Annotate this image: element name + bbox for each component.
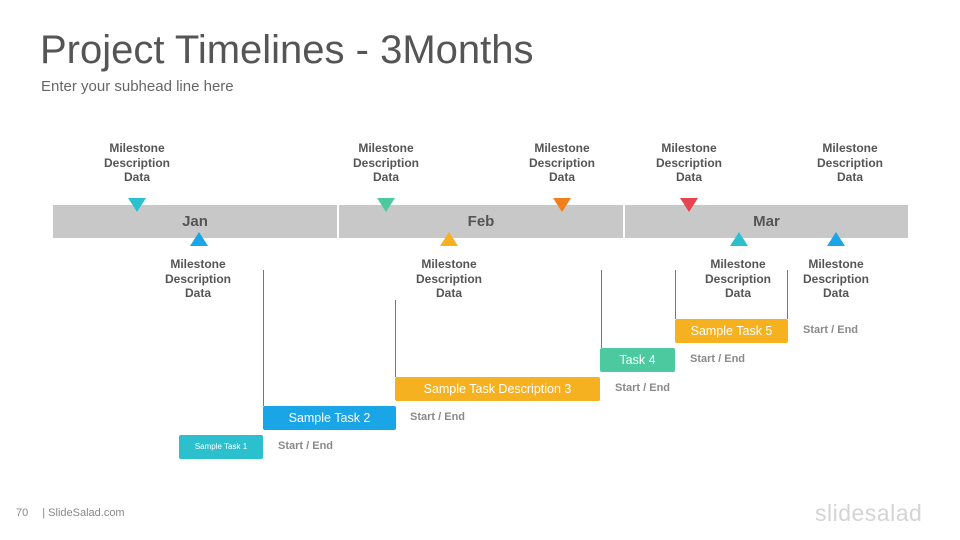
slide-title: Project Timelines - 3Months xyxy=(40,28,534,72)
connector-line xyxy=(263,270,264,406)
slide-subtitle: Enter your subhead line here xyxy=(41,78,234,95)
milestone-marker-down xyxy=(128,198,146,212)
task-bar[interactable]: Sample Task 2 xyxy=(263,406,396,430)
milestone-label: Milestone Description Data xyxy=(802,257,869,300)
milestone-marker-up xyxy=(827,232,845,246)
milestone-marker-up xyxy=(440,232,458,246)
milestone-label: Milestone Description Data xyxy=(415,257,482,300)
page-number: 70 xyxy=(16,507,29,519)
milestone-label: Milestone Description Data xyxy=(655,141,722,184)
timeline-bar: Jan Feb Mar xyxy=(53,205,908,238)
task-bar[interactable]: Sample Task 5 xyxy=(675,319,788,343)
month-mar: Mar xyxy=(753,213,780,230)
milestone-label: Milestone Description Data xyxy=(164,257,231,300)
task-start-end: Start / End xyxy=(615,382,671,394)
footer: 70 | SlideSalad.com xyxy=(16,507,125,519)
milestone-label: Milestone Description Data xyxy=(816,141,883,184)
milestone-marker-up xyxy=(730,232,748,246)
milestone-label: Milestone Description Data xyxy=(352,141,419,184)
month-feb: Feb xyxy=(467,213,495,230)
connector-line xyxy=(395,300,396,377)
task-bar[interactable]: Sample Task 1 xyxy=(179,435,263,459)
milestone-label: Milestone Description Data xyxy=(528,141,595,184)
month-divider xyxy=(337,205,339,238)
task-start-end: Start / End xyxy=(803,324,859,336)
month-divider xyxy=(623,205,625,238)
month-jan: Jan xyxy=(182,213,208,230)
task-bar[interactable]: Sample Task Description 3 xyxy=(395,377,600,401)
milestone-marker-down xyxy=(680,198,698,212)
connector-line xyxy=(675,270,676,319)
task-bar[interactable]: Task 4 xyxy=(600,348,675,372)
milestone-marker-up xyxy=(190,232,208,246)
connector-line xyxy=(601,270,602,348)
footer-source: | SlideSalad.com xyxy=(42,507,125,519)
milestone-marker-down xyxy=(553,198,571,212)
slidesalad-logo: slidesalad xyxy=(815,500,923,526)
task-start-end: Start / End xyxy=(278,440,334,452)
milestone-label: Milestone Description Data xyxy=(704,257,771,300)
milestone-label: Milestone Description Data xyxy=(103,141,170,184)
task-start-end: Start / End xyxy=(690,353,746,365)
task-start-end: Start / End xyxy=(410,411,466,423)
milestone-marker-down xyxy=(377,198,395,212)
connector-line xyxy=(787,270,788,319)
